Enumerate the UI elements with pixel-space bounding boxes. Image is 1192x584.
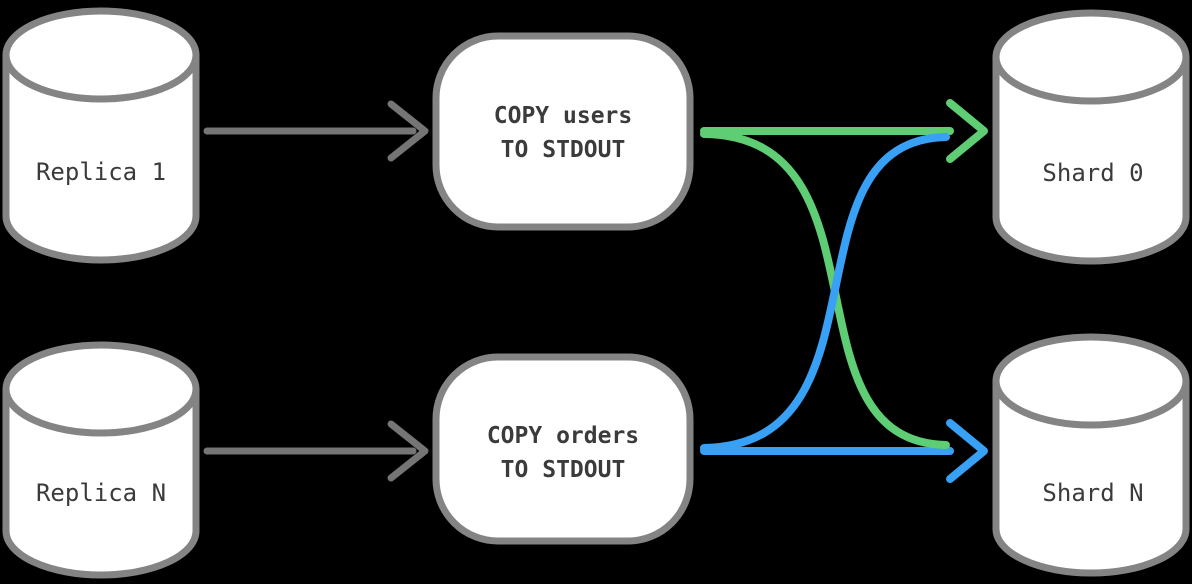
replica-1-label: Replica 1 [35,158,167,186]
edge-copy-users-to-shardN [700,130,950,449]
arrowhead-icon [946,99,988,163]
copy-users-box [432,32,694,231]
shard-0-cylinder [992,9,1190,265]
cylinder-top [2,341,200,437]
arrowhead-icon [946,419,988,483]
copy-users-line2: TO STDOUT [500,137,626,163]
shard-0-label: Shard 0 [1042,159,1144,187]
edge-copy-orders-to-shard0 [700,133,950,452]
cylinder-top [2,7,200,103]
copy-users-label: COPY users TO STDOUT [494,99,632,167]
edge-replica1-to-copy-users [203,100,429,162]
arrowhead-icon [387,420,429,482]
shard-n-label: Shard N [1042,479,1144,507]
replica-n-label: Replica N [35,479,167,507]
replica-1-cylinder [2,7,200,264]
arrowhead-icon [387,100,429,162]
cylinder-body [2,55,200,264]
edge-copy-orders-to-shardN [700,419,988,483]
copy-orders-label: COPY orders TO STDOUT [487,419,639,487]
replica-n-cylinder [2,341,200,579]
cylinder-body [992,381,1190,577]
shard-n-cylinder [992,333,1190,577]
copy-users-line1: COPY users [493,103,633,129]
cylinder-top [992,9,1190,105]
edge-copy-users-to-shard0 [700,99,988,163]
cylinder-top [992,333,1190,429]
cylinder-body [2,389,200,579]
cylinder-body [992,57,1190,265]
copy-orders-line2: TO STDOUT [500,457,626,483]
copy-orders-line1: COPY orders [486,423,640,449]
edge-replicaN-to-copy-orders [203,420,429,482]
copy-orders-box [432,353,694,545]
